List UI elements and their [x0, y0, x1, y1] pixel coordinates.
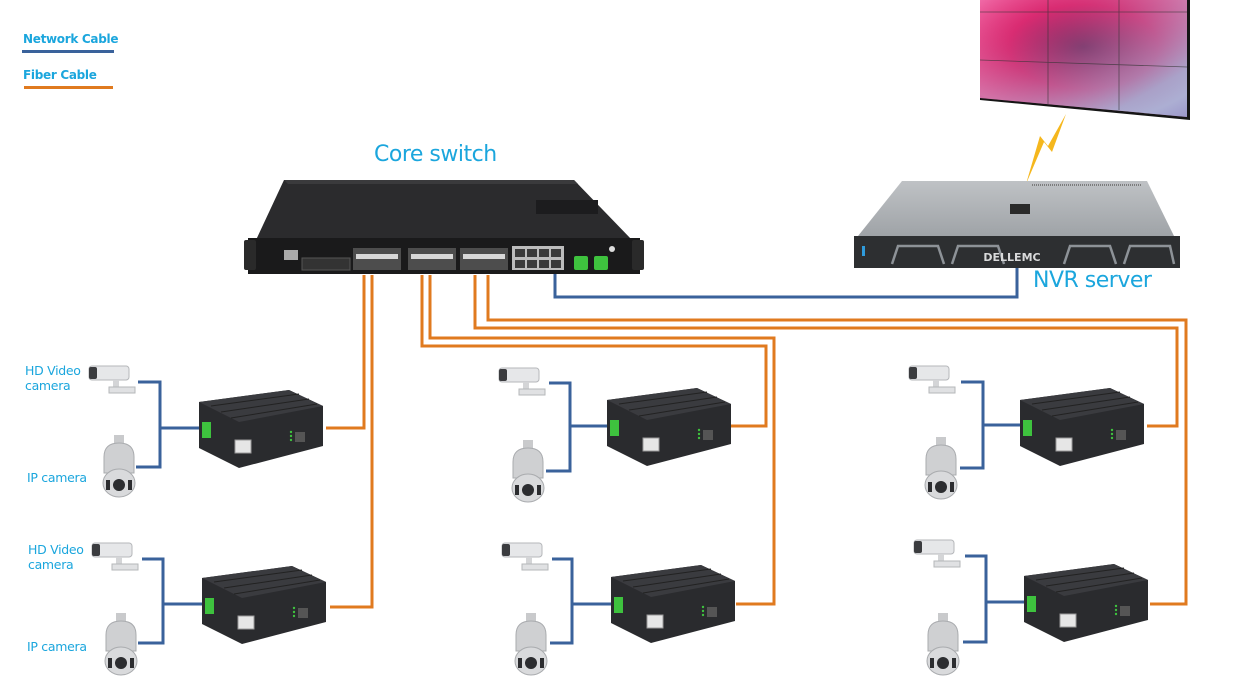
console-port-icon [284, 250, 298, 260]
hd-video-camera[interactable] [90, 540, 142, 576]
hd-video-camera[interactable] [497, 365, 549, 401]
ip-camera-label: IP camera [27, 470, 87, 485]
fiber-cable [473, 275, 1179, 428]
hd-video-camera-label-line2: camera [28, 557, 74, 572]
media-converter[interactable] [611, 563, 739, 647]
sfp-slots-icon [301, 257, 351, 271]
ip-camera[interactable] [507, 440, 549, 504]
fiber-cable [420, 275, 768, 428]
hd-video-camera[interactable] [500, 540, 552, 576]
network-cable [138, 557, 165, 645]
fiber-cable [326, 275, 366, 430]
hd-video-camera[interactable] [912, 537, 964, 573]
media-converter[interactable] [607, 386, 735, 470]
wireless-signal-icon [1026, 114, 1066, 184]
core-switch-title: Core switch [374, 142, 497, 167]
legend-network-cable-swatch [22, 50, 114, 53]
hd-video-camera-label-line1: HD Video [28, 542, 84, 557]
rj45-port-icon [646, 614, 664, 629]
hd-video-camera[interactable] [907, 363, 959, 399]
fiber-cable [330, 275, 374, 609]
rack-ear-right [632, 240, 644, 270]
power-terminal-icon [574, 256, 608, 270]
server-status-led [862, 246, 865, 256]
media-converter[interactable] [1024, 562, 1152, 646]
network-cable [546, 381, 572, 473]
rj45-port-icon [237, 615, 255, 630]
legend-fiber-cable-label: Fiber Cable [23, 68, 97, 82]
rj45-port-icon [642, 437, 660, 452]
nvr-server[interactable]: DELLEMC [852, 178, 1182, 270]
media-converter[interactable] [199, 388, 327, 472]
rj45-ports-icon [512, 246, 564, 270]
ip-camera-label: IP camera [27, 639, 87, 654]
media-converter[interactable] [202, 564, 330, 648]
legend-network-cable-label: Network Cable [23, 32, 119, 46]
ip-camera[interactable] [100, 613, 142, 677]
network-cable [550, 557, 574, 645]
network-cable [136, 380, 162, 469]
rack-ear-left [244, 240, 256, 270]
core-switch[interactable] [244, 178, 644, 276]
hd-video-camera[interactable] [87, 363, 139, 399]
media-converter[interactable] [1020, 386, 1148, 470]
server-handle [1010, 204, 1030, 214]
video-wall [979, 0, 1190, 120]
fiber-cable [486, 275, 1188, 606]
hd-video-camera-label: HD Video camera [28, 542, 84, 572]
network-cable [960, 380, 985, 470]
ground-screw-icon [609, 246, 615, 252]
fiber-ports-icon [353, 248, 508, 270]
hd-video-camera-label: HD Video camera [25, 363, 81, 393]
legend-fiber-cable-swatch [24, 86, 113, 89]
drive-bays-icon [890, 244, 1176, 265]
hd-video-camera-label-line2: camera [25, 378, 71, 393]
network-cable [553, 268, 1019, 299]
switch-display-panel [536, 200, 598, 214]
ip-camera[interactable] [98, 435, 140, 499]
fiber-cable [428, 275, 776, 606]
network-cable [963, 554, 988, 644]
rj45-port-icon [1055, 437, 1073, 452]
ip-camera[interactable] [920, 437, 962, 501]
rj45-port-icon [1059, 613, 1077, 628]
ip-camera[interactable] [510, 613, 552, 677]
hd-video-camera-label-line1: HD Video [25, 363, 81, 378]
rj45-port-icon [234, 439, 252, 454]
nvr-server-title: NVR server [1033, 268, 1152, 293]
ip-camera[interactable] [922, 613, 964, 677]
server-brand-logo: DELLEMC [983, 251, 1040, 264]
